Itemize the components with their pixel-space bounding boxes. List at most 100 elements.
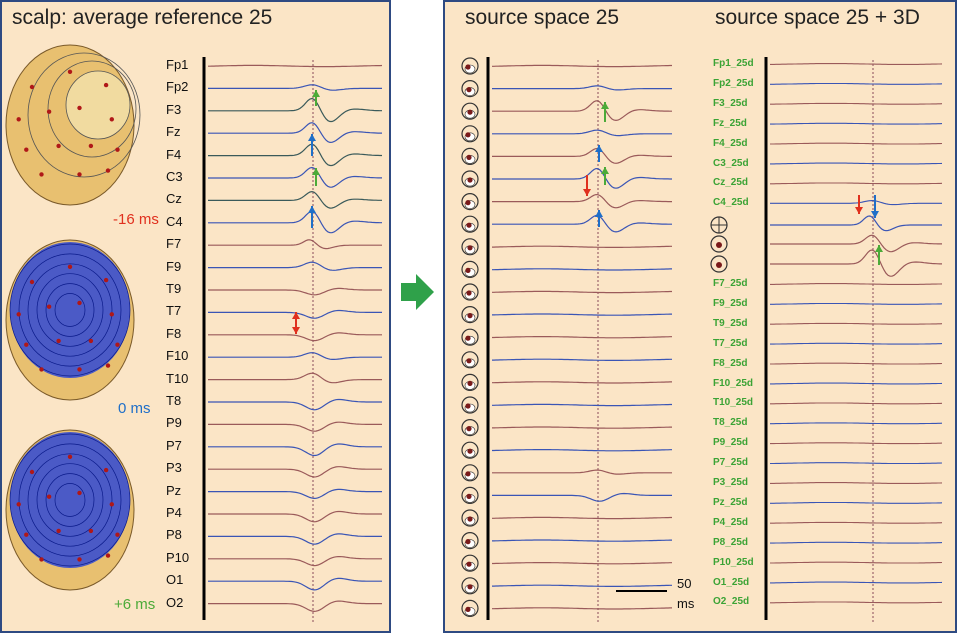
source3d-trace-f3_25d — [770, 102, 943, 105]
source3d-trace-t10_25d — [770, 402, 943, 405]
eeg-trace-fp2 — [208, 84, 382, 91]
source3d-trace-t9_25d — [770, 322, 943, 325]
channel-label-fp2: Fp2 — [166, 79, 189, 95]
head-source-icon — [461, 373, 479, 391]
source3d-trace-p3_25d — [770, 482, 943, 484]
source3d-trace-fz_25d — [770, 122, 943, 125]
source3d-trace-fp2_25d — [770, 82, 943, 85]
source3d-trace-cz_25d — [770, 182, 943, 185]
channel-label-f9_25d: F9_25d — [713, 297, 748, 309]
channel-label-c4_25d: C4_25d — [713, 197, 749, 209]
channel-label-t9: T9 — [166, 281, 182, 296]
channel-label-p7_25d: P7_25d — [713, 457, 749, 469]
source3d-trace-f9_25d — [770, 302, 943, 305]
channel-label-t8_25d: T8_25d — [713, 417, 748, 429]
eeg-trace-f8 — [208, 332, 382, 342]
source3d-trace-o1_25d — [770, 581, 943, 584]
eeg-trace-p3 — [208, 466, 382, 478]
channel-label-cz_25d: Cz_25d — [713, 177, 749, 189]
head-source-icon — [710, 235, 728, 253]
channel-label-o1_25d: O1_25d — [713, 576, 750, 588]
eeg-trace-fz — [208, 122, 382, 144]
source-trace-20 — [492, 516, 672, 520]
source-trace-13 — [492, 358, 672, 361]
channel-label-o2_25d: O2_25d — [713, 596, 750, 608]
source3d-trace-p10_25d — [770, 561, 943, 564]
mid-blue-arrow-2 — [595, 210, 603, 217]
source-space-title: source space 25 — [465, 6, 620, 29]
head-source-icon — [461, 577, 479, 595]
eeg-trace-p9 — [208, 421, 382, 432]
channel-label-fp1_25d: Fp1_25d — [713, 58, 754, 69]
source3d-trace-c3_25d — [770, 162, 943, 165]
source-trace-18 — [492, 469, 672, 475]
right-red-arrow — [855, 207, 863, 214]
channel-label-c3: C3 — [166, 169, 183, 184]
source3d-trace-f8_25d — [770, 362, 943, 365]
eeg-trace-f4 — [208, 143, 382, 167]
scale-bar-unit: ms — [677, 596, 695, 611]
source3d-trace-fp1_25d — [770, 63, 943, 65]
head-source-icon — [461, 599, 479, 618]
right-blue-arrow — [871, 211, 879, 218]
head-source-icon — [461, 193, 479, 211]
channel-label-fp1: Fp1 — [166, 57, 189, 72]
eeg-trace-c3 — [208, 166, 382, 188]
head-source-icon — [461, 509, 479, 527]
source-trace-9 — [492, 268, 672, 271]
head-source-icon — [461, 147, 479, 165]
source-trace-21 — [492, 539, 672, 542]
source3d-trace-p8_25d — [770, 541, 943, 544]
source-trace-24 — [492, 607, 672, 610]
channel-label-p10: P10 — [166, 549, 190, 565]
head-source-icon — [461, 554, 479, 572]
channel-label-f4_25d: F4_25d — [713, 137, 748, 149]
channel-label-f10: F10 — [166, 348, 189, 364]
head-source-icon — [461, 283, 479, 301]
scale-bar-value: 50 — [677, 576, 692, 591]
left-blue-arrow-c4 — [308, 206, 316, 213]
source-trace-23 — [492, 584, 672, 587]
eeg-trace-f3 — [208, 97, 382, 123]
scalp-map-0-icon — [5, 239, 135, 401]
channel-label-t10_25d: T10_25d — [713, 397, 754, 409]
left-red-arrow-t7-f8 — [292, 327, 300, 334]
head-source-icon — [461, 464, 479, 482]
channel-label-f4: F4 — [166, 146, 182, 162]
source-trace-7 — [492, 214, 672, 233]
channel-label-p7: P7 — [166, 437, 182, 453]
channel-label-f3_25d: F3_25d — [713, 97, 748, 109]
source-space-3d-title: source space 25 + 3D — [715, 6, 920, 29]
source-trace-11 — [492, 313, 672, 316]
head-source-icon — [461, 260, 479, 278]
channel-label-p9: P9 — [166, 415, 182, 431]
head-source-icon — [461, 419, 479, 437]
head-source-icon — [461, 486, 479, 504]
head-source-icon — [461, 170, 479, 188]
eeg-trace-p10 — [208, 556, 382, 567]
source-trace-17 — [492, 449, 672, 452]
scalp-map-plus6-icon-field — [10, 432, 130, 568]
left-green-arrow-f3 — [312, 90, 320, 97]
channel-label-t9_25d: T9_25d — [713, 317, 748, 329]
source-trace-3 — [492, 129, 672, 137]
channel-label-t7_25d: T7_25d — [713, 337, 748, 349]
channel-label-p10_25d: P10_25d — [713, 556, 754, 568]
eeg-trace-pz — [208, 488, 382, 500]
mid-red-arrow — [583, 189, 591, 196]
head-source-icon — [461, 238, 479, 256]
channel-label-f8_25d: F8_25d — [713, 357, 748, 369]
head-source-icon — [461, 102, 479, 120]
head-source-icon — [461, 125, 479, 143]
source-trace-1 — [492, 85, 672, 91]
source-trace-2 — [492, 100, 672, 122]
channel-label-t10: T10 — [166, 370, 189, 386]
source-trace-14 — [492, 381, 672, 384]
eeg-trace-f7 — [208, 239, 382, 250]
head-source-icon — [461, 441, 479, 459]
channel-label-f7_25d: F7_25d — [713, 278, 748, 289]
eeg-trace-p4 — [208, 510, 382, 523]
channel-label-c4: C4 — [166, 213, 183, 229]
channel-label-o1: O1 — [166, 572, 184, 588]
channel-label-p9_25d: P9_25d — [713, 437, 749, 449]
